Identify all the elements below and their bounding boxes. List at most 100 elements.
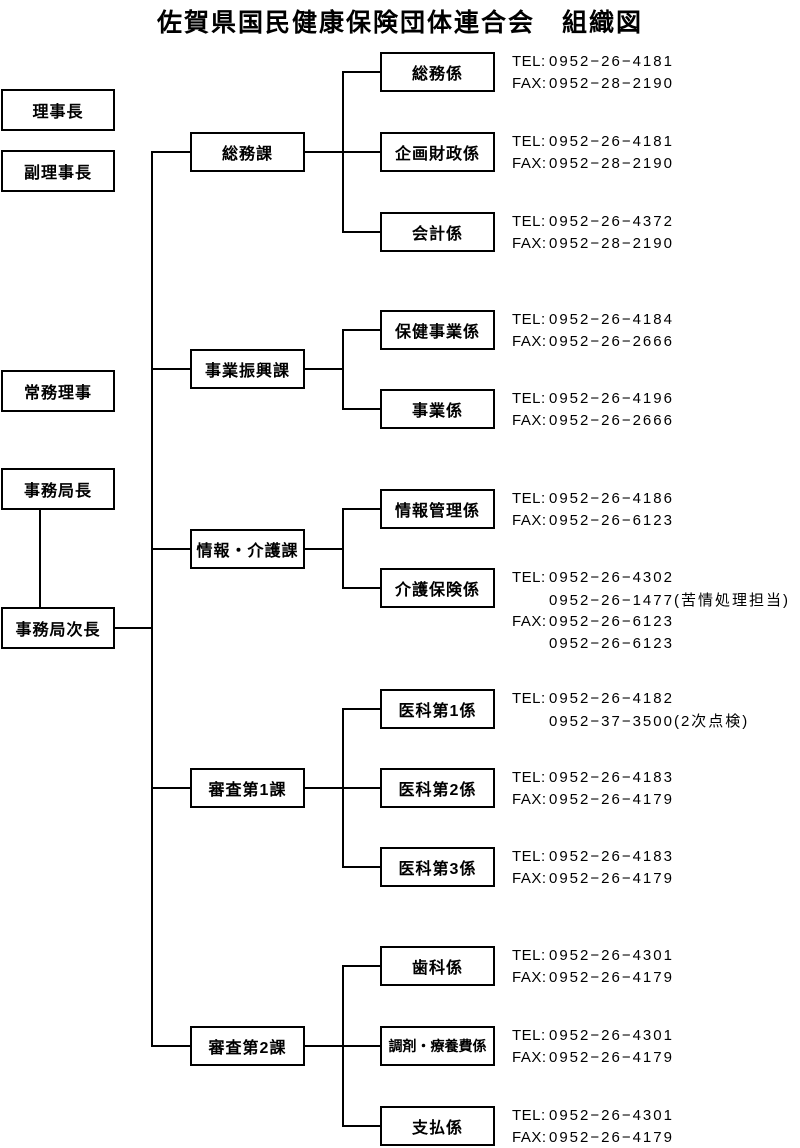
contact-number: 0952−28−2190: [549, 154, 674, 172]
exec-box-vice-president: 副理事長: [1, 150, 115, 192]
contact-number: 0952−26−4182: [549, 689, 674, 707]
contact-line: 0952−26−6123: [512, 632, 790, 654]
contact-prefix: TEL:: [512, 489, 546, 507]
contact-block-accounting: TEL:0952−26−4372 FAX:0952−28−2190: [512, 210, 674, 254]
section-label: 歯科係: [411, 960, 463, 977]
contact-prefix: TEL:: [512, 946, 546, 964]
contact-number: 0952−26−4181: [549, 132, 674, 150]
section-label: 医科第2係: [398, 782, 477, 799]
section-box-health-business: 保健事業係: [380, 310, 495, 350]
exec-label: 事務局次長: [15, 622, 101, 639]
exec-box-secretary-general: 事務局長: [1, 468, 115, 510]
contact-block-pharmacy-medical-expenses: TEL:0952−26−4301 FAX:0952−26−4179: [512, 1024, 674, 1068]
contact-number: 0952−26−4183: [549, 847, 674, 865]
contact-line: TEL:0952−26−4372: [512, 210, 674, 232]
contact-number: 0952−26−4302: [549, 568, 674, 586]
contact-line: 0952−26−1477(苦情処理担当): [512, 588, 790, 610]
contact-line: FAX:0952−28−2190: [512, 152, 674, 174]
contact-prefix: FAX:: [512, 411, 547, 429]
section-box-planning-finance: 企画財政係: [380, 132, 495, 172]
section-box-dental: 歯科係: [380, 946, 495, 986]
exec-label: 事務局長: [23, 483, 92, 500]
dept-box-examination-2: 審査第2課: [190, 1026, 305, 1066]
connector-line: [305, 548, 344, 550]
contact-line: FAX:0952−26−6123: [512, 509, 674, 531]
dept-label: 事業振興課: [204, 363, 290, 380]
contact-prefix: FAX:: [512, 1128, 547, 1146]
section-label: 総務係: [411, 66, 463, 83]
contact-number: 0952−26−2666: [549, 332, 674, 350]
section-box-medical-2: 医科第2係: [380, 768, 495, 808]
connector-line: [342, 965, 380, 967]
contact-line: FAX:0952−26−4179: [512, 1126, 674, 1148]
dept-label: 総務課: [221, 146, 273, 163]
contact-prefix: TEL:: [512, 768, 546, 786]
connector-line: [342, 1045, 380, 1047]
contact-number: 0952−26−4181: [549, 52, 674, 70]
connector-line: [342, 329, 380, 331]
contact-block-payment: TEL:0952−26−4301 FAX:0952−26−4179: [512, 1104, 674, 1148]
contact-number: 0952−26−4179: [549, 790, 674, 808]
dept-box-information-care: 情報・介護課: [190, 529, 305, 569]
contact-number: 0952−28−2190: [549, 234, 674, 252]
contact-block-dental: TEL:0952−26−4301 FAX:0952−26−4179: [512, 944, 674, 988]
contact-block-medical-2: TEL:0952−26−4183 FAX:0952−26−4179: [512, 766, 674, 810]
connector-line: [151, 787, 190, 789]
connector-trunk-line: [151, 151, 153, 1047]
section-label: 介護保険係: [394, 582, 480, 599]
section-label: 支払係: [411, 1120, 463, 1137]
contact-number: 0952−26−4301: [549, 1026, 674, 1044]
contact-number: 0952−26−6123: [549, 511, 674, 529]
contact-line: TEL:0952−26−4184: [512, 308, 674, 330]
contact-prefix: TEL:: [512, 310, 546, 328]
contact-prefix: TEL:: [512, 132, 546, 150]
connector-line: [342, 71, 380, 73]
exec-label: 常務理事: [23, 385, 92, 402]
contact-line: TEL:0952−26−4196: [512, 387, 674, 409]
contact-line: 0952−37−3500(2次点検): [512, 709, 749, 731]
contact-block-medical-1: TEL:0952−26−4182 0952−37−3500(2次点検): [512, 687, 749, 731]
connector-line: [115, 627, 152, 629]
contact-number: 0952−37−3500(2次点検): [549, 712, 750, 730]
section-label: 医科第3係: [398, 861, 477, 878]
exec-box-managing-director: 常務理事: [1, 370, 115, 412]
contact-line: FAX:0952−28−2190: [512, 232, 674, 254]
contact-number: 0952−26−4186: [549, 489, 674, 507]
contact-prefix: FAX:: [512, 790, 547, 808]
contact-line: TEL:0952−26−4181: [512, 50, 674, 72]
contact-number: 0952−26−4196: [549, 389, 674, 407]
contact-prefix: FAX:: [512, 511, 547, 529]
contact-line: FAX:0952−26−4179: [512, 966, 674, 988]
contact-line: FAX:0952−26−2666: [512, 330, 674, 352]
dept-label: 情報・介護課: [196, 543, 299, 560]
contact-block-health-business: TEL:0952−26−4184 FAX:0952−26−2666: [512, 308, 674, 352]
connector-line: [342, 151, 380, 153]
connector-line: [151, 1045, 190, 1047]
connector-spine-line: [342, 329, 344, 410]
contact-line: FAX:0952−28−2190: [512, 72, 674, 94]
connector-line: [151, 548, 190, 550]
contact-prefix: TEL:: [512, 389, 546, 407]
section-box-pharmacy-medical-expenses: 調剤・療養費係: [380, 1026, 495, 1066]
contact-line: FAX:0952−26−4179: [512, 867, 674, 889]
contact-line: FAX:0952−26−4179: [512, 1046, 674, 1068]
dept-label: 審査第1課: [208, 782, 287, 799]
connector-line: [342, 508, 380, 510]
section-box-accounting: 会計係: [380, 212, 495, 252]
contact-prefix: FAX:: [512, 154, 547, 172]
section-label: 会計係: [411, 226, 463, 243]
contact-line: TEL:0952−26−4186: [512, 487, 674, 509]
exec-box-deputy-secretary-general: 事務局次長: [1, 607, 115, 649]
connector-line: [151, 368, 190, 370]
contact-prefix: FAX:: [512, 869, 547, 887]
contact-prefix: FAX:: [512, 234, 547, 252]
contact-line: TEL:0952−26−4301: [512, 1024, 674, 1046]
contact-number: 0952−26−4183: [549, 768, 674, 786]
contact-number: 0952−26−4184: [549, 310, 674, 328]
contact-number: 0952−26−4301: [549, 1106, 674, 1124]
section-box-medical-3: 医科第3係: [380, 847, 495, 887]
contact-prefix: TEL:: [512, 568, 546, 586]
contact-number: 0952−26−6123: [549, 634, 674, 652]
contact-block-medical-3: TEL:0952−26−4183 FAX:0952−26−4179: [512, 845, 674, 889]
contact-block-information-management: TEL:0952−26−4186 FAX:0952−26−6123: [512, 487, 674, 531]
